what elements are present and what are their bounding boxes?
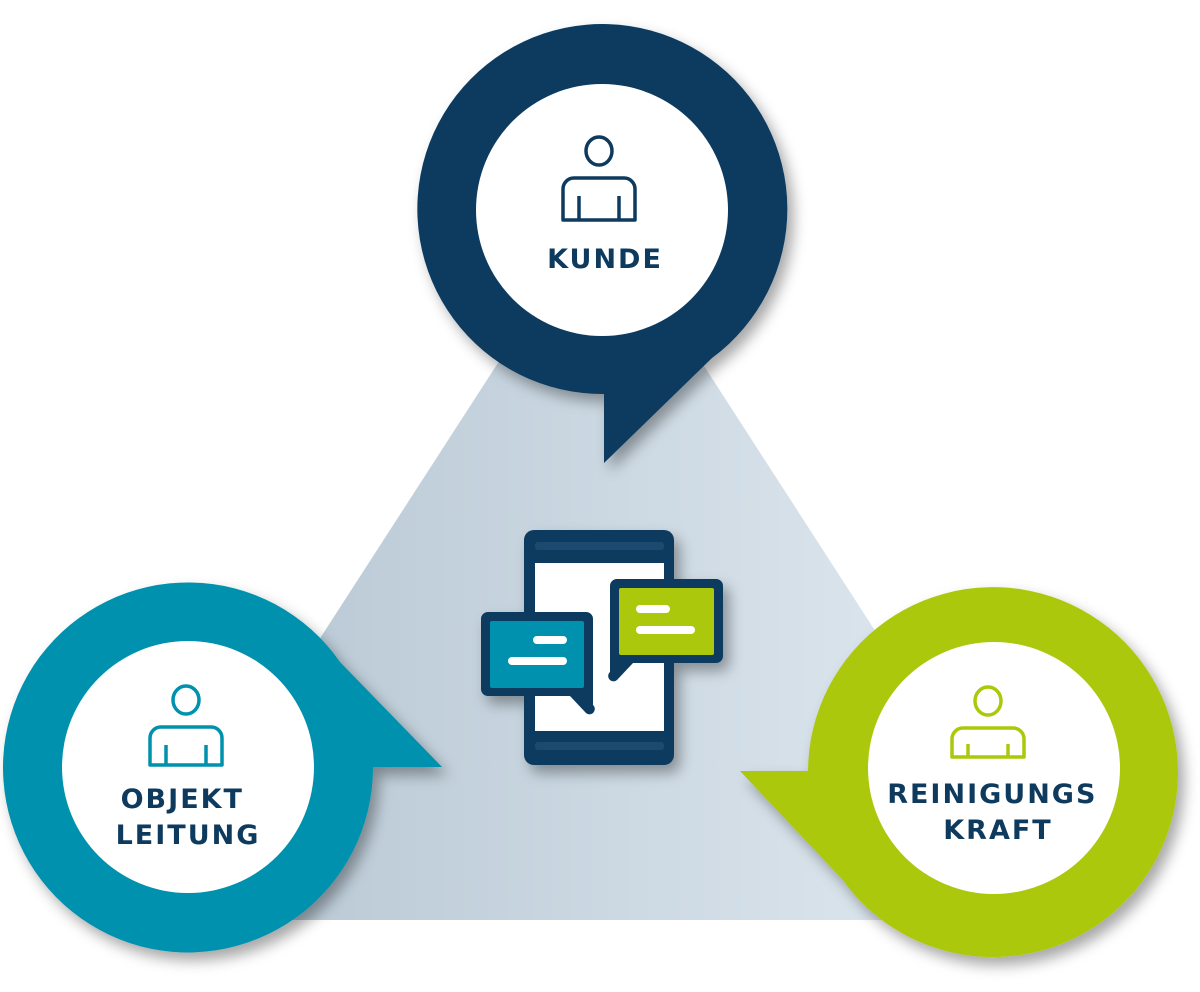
- reinigungs-kraft-label: REINIGUNGS KRAFT: [887, 779, 1109, 846]
- person-icon: [561, 135, 637, 222]
- chat-bubble-teal: [490, 621, 584, 688]
- chat-line: [508, 657, 567, 665]
- kunde-label: KUNDE: [547, 244, 663, 275]
- objekt-leitung-inner-circle: [62, 641, 314, 893]
- kunde-inner-circle: [476, 84, 728, 336]
- smartphone-bottom-bar: [535, 742, 664, 750]
- chat-line: [636, 626, 695, 634]
- reinigungs-kraft-inner-circle: [868, 642, 1120, 894]
- smartphone-chat-icon: [481, 530, 723, 765]
- person-icon: [148, 684, 224, 767]
- chat-line: [636, 605, 670, 613]
- person-icon: [950, 685, 1026, 759]
- chat-line: [533, 636, 567, 644]
- smartphone-top-bar: [535, 542, 664, 550]
- chat-bubble-green: [619, 588, 714, 655]
- objekt-leitung-label: OBJEKT LEITUNG: [116, 784, 261, 851]
